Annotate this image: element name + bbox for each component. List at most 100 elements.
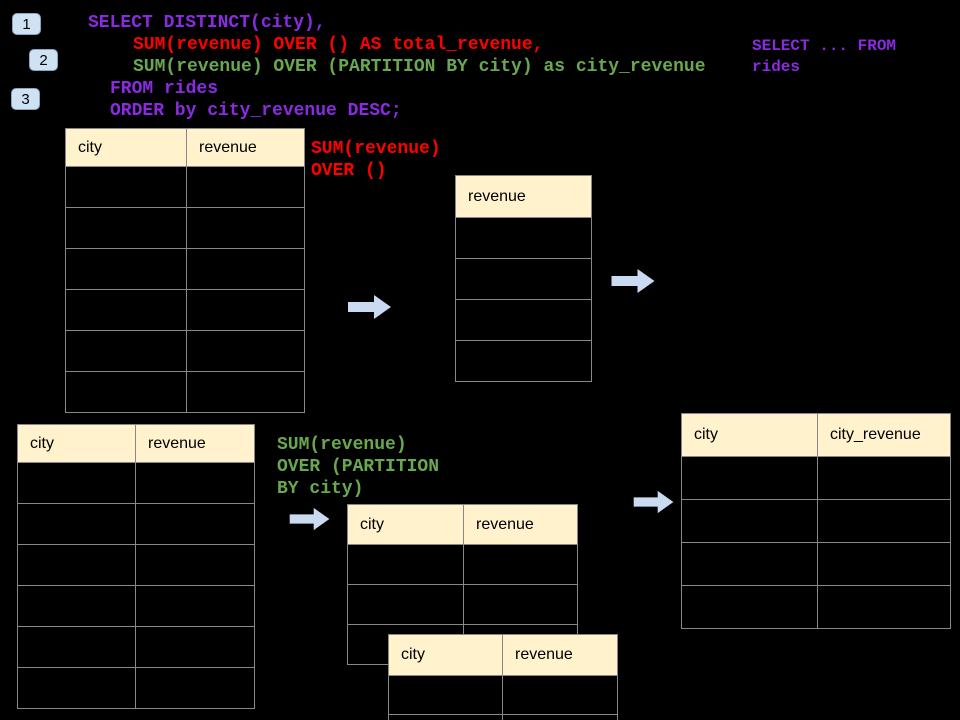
arrow-right-icon xyxy=(611,269,655,293)
table-header-row: city city_revenue xyxy=(681,413,951,457)
table-source-rides-bottom: city revenue xyxy=(17,424,255,709)
table-row xyxy=(17,503,255,545)
step-badge-1: 1 xyxy=(12,13,41,35)
table-header-row: city revenue xyxy=(17,424,255,463)
table-row xyxy=(347,584,578,625)
empty-cell xyxy=(817,542,951,586)
column-header-city: city xyxy=(347,504,464,545)
table-row xyxy=(65,371,305,413)
table-row xyxy=(65,166,305,208)
empty-cell xyxy=(681,585,818,629)
table-header-row: city revenue xyxy=(65,128,305,167)
column-header-revenue: revenue xyxy=(463,504,578,545)
table-row xyxy=(17,667,255,709)
arrow-right-icon xyxy=(633,490,674,514)
empty-cell xyxy=(455,299,592,341)
table-partition-overlap: city revenue xyxy=(388,634,618,720)
empty-cell xyxy=(135,462,255,504)
empty-cell xyxy=(135,626,255,668)
empty-cell xyxy=(463,544,578,585)
empty-cell xyxy=(135,544,255,586)
empty-cell xyxy=(135,503,255,545)
empty-cell xyxy=(455,340,592,382)
table-row xyxy=(681,542,951,586)
empty-cell xyxy=(65,248,187,290)
annotation-total-line: SUM(revenue) xyxy=(311,139,441,159)
empty-cell xyxy=(463,584,578,625)
empty-cell xyxy=(17,585,136,627)
table-row xyxy=(388,714,618,720)
step-badge-2: 2 xyxy=(29,49,58,71)
table-header-row: city revenue xyxy=(347,504,578,545)
table-row xyxy=(681,456,951,500)
table-row xyxy=(65,248,305,290)
empty-cell xyxy=(65,207,187,249)
empty-cell xyxy=(817,499,951,543)
table-row xyxy=(347,544,578,585)
table-row xyxy=(455,258,592,300)
empty-cell xyxy=(347,584,464,625)
table-header-row: city revenue xyxy=(388,634,618,676)
empty-cell xyxy=(455,217,592,259)
empty-cell xyxy=(186,248,305,290)
column-header-revenue: revenue xyxy=(502,634,618,676)
empty-cell xyxy=(17,462,136,504)
empty-cell xyxy=(817,456,951,500)
empty-cell xyxy=(17,667,136,709)
table-row xyxy=(65,330,305,372)
empty-cell xyxy=(186,330,305,372)
empty-cell xyxy=(681,456,818,500)
table-row xyxy=(17,626,255,668)
annotation-partition-line: OVER (PARTITION xyxy=(277,457,440,477)
empty-cell xyxy=(347,544,464,585)
empty-cell xyxy=(186,371,305,413)
table-row xyxy=(65,289,305,331)
step-badge-3: 3 xyxy=(11,88,40,110)
empty-cell xyxy=(817,585,951,629)
table-row xyxy=(17,544,255,586)
empty-cell xyxy=(455,258,592,300)
table-row xyxy=(681,499,951,543)
empty-cell xyxy=(65,330,187,372)
column-header-revenue: revenue xyxy=(455,175,592,218)
empty-cell xyxy=(186,166,305,208)
arrow-right-icon xyxy=(348,295,391,319)
column-header-city: city xyxy=(65,128,187,167)
column-header-city-revenue: city_revenue xyxy=(817,413,951,457)
table-row xyxy=(65,207,305,249)
column-header-city: city xyxy=(388,634,503,676)
empty-cell xyxy=(17,544,136,586)
empty-cell xyxy=(65,166,187,208)
table-total-revenue-result: revenue xyxy=(455,175,592,382)
empty-cell xyxy=(502,714,618,720)
empty-cell xyxy=(681,499,818,543)
table-row xyxy=(455,217,592,259)
annotation-partition-line: BY city) xyxy=(277,479,364,499)
empty-cell xyxy=(186,207,305,249)
table-row xyxy=(17,585,255,627)
side-note-line: SELECT ... FROM xyxy=(752,37,897,55)
table-row xyxy=(455,299,592,341)
annotation-total-line: OVER () xyxy=(311,161,387,181)
empty-cell xyxy=(65,289,187,331)
sql-code-line-order-by: ORDER by city_revenue DESC; xyxy=(110,101,402,121)
arrow-right-icon xyxy=(289,507,330,531)
empty-cell xyxy=(135,667,255,709)
empty-cell xyxy=(502,675,618,715)
empty-cell xyxy=(135,585,255,627)
table-row xyxy=(388,675,618,715)
table-row xyxy=(681,585,951,629)
sql-code-line-from: FROM rides xyxy=(110,79,219,99)
sql-code-line-sum-partition: SUM(revenue) OVER (PARTITION BY city) as… xyxy=(133,57,706,77)
sql-code-line-sum-over: SUM(revenue) OVER () AS total_revenue, xyxy=(133,35,544,55)
sql-code-line-select: SELECT DISTINCT(city), xyxy=(88,13,326,33)
side-note-line: rides xyxy=(752,58,801,76)
annotation-partition-line: SUM(revenue) xyxy=(277,435,407,455)
empty-cell xyxy=(65,371,187,413)
empty-cell xyxy=(681,542,818,586)
table-final-result: city city_revenue xyxy=(681,413,951,629)
column-header-city: city xyxy=(17,424,136,463)
empty-cell xyxy=(388,675,503,715)
table-row xyxy=(455,340,592,382)
